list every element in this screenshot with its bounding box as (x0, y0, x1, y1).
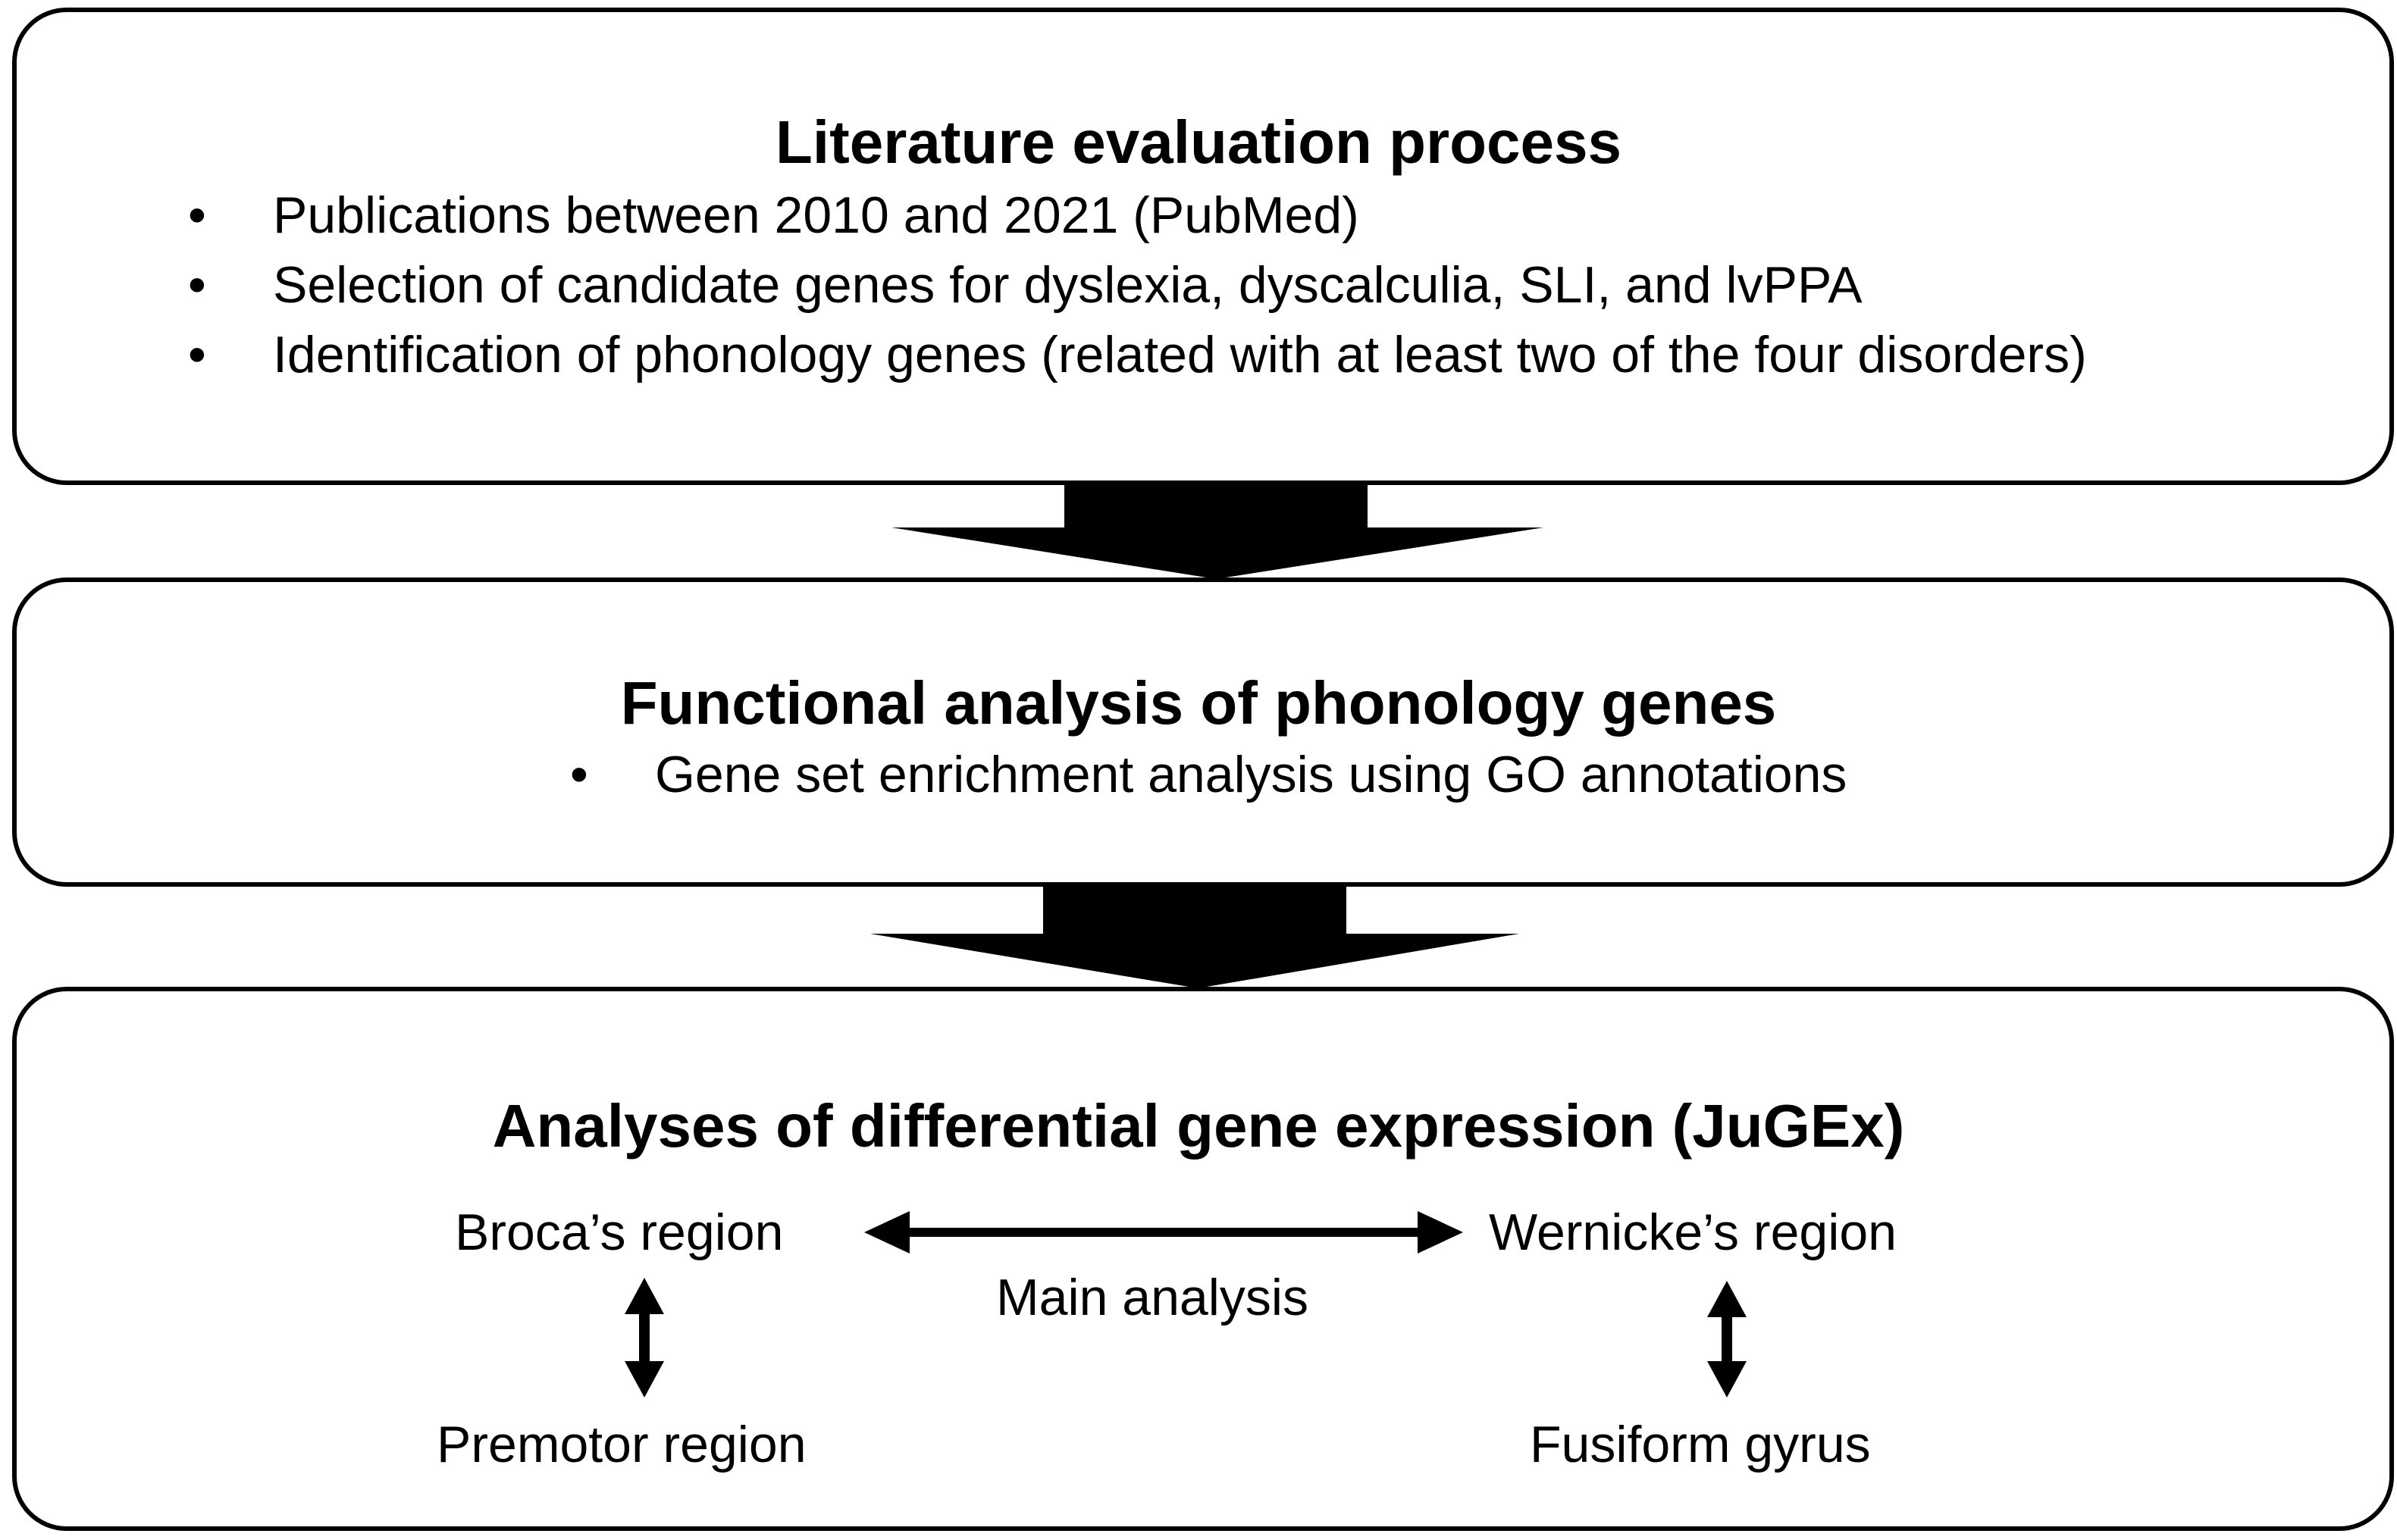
functional-bullet-list: • Gene set enrichment analysis using GO a… (570, 740, 1847, 809)
bullet-text: Selection of candidate genes for dyslexi… (273, 256, 1863, 314)
broca-region-label: Broca’s region (455, 1204, 784, 1261)
list-item: • Selection of candidate genes for dyslex… (188, 250, 2087, 320)
jugex-analysis-title: Analyses of differential gene expression… (492, 1092, 1905, 1160)
main-analysis-double-arrow (864, 1211, 1463, 1254)
literature-evaluation-box (12, 8, 2394, 485)
list-item: • Identification of phonology genes (rela… (188, 320, 2087, 390)
functional-analysis-box (12, 578, 2394, 887)
list-item: • Publications between 2010 and 2021 (Pub… (188, 180, 2087, 250)
functional-analysis-title: Functional analysis of phonology genes (620, 669, 1777, 737)
flow-arrow-down (891, 484, 1543, 579)
premotor-region-label: Premotor region (437, 1416, 807, 1473)
wernicke-region-label: Wernicke’s region (1489, 1204, 1897, 1261)
literature-evaluation-title: Literature evaluation process (776, 108, 1622, 176)
jugex-analysis-box (12, 987, 2394, 1531)
literature-bullet-list: • Publications between 2010 and 2021 (Pub… (188, 180, 2087, 390)
fusiform-gyrus-label: Fusiform gyrus (1530, 1416, 1871, 1473)
bullet-text: Gene set enrichment analysis using GO an… (655, 746, 1847, 803)
bullet-text: Identification of phonology genes (relat… (273, 326, 2087, 383)
flow-arrow-down (870, 885, 1519, 988)
list-item: • Gene set enrichment analysis using GO a… (570, 740, 1847, 809)
wernicke-fusiform-double-arrow (1707, 1281, 1747, 1398)
bullet-marker: • (188, 256, 206, 314)
main-analysis-label: Main analysis (996, 1269, 1308, 1326)
bullet-text: Publications between 2010 and 2021 (PubM… (273, 186, 1359, 244)
bullet-marker: • (570, 746, 588, 803)
bullet-marker: • (188, 326, 206, 383)
broca-premotor-double-arrow (625, 1278, 664, 1398)
bullet-marker: • (188, 186, 206, 244)
